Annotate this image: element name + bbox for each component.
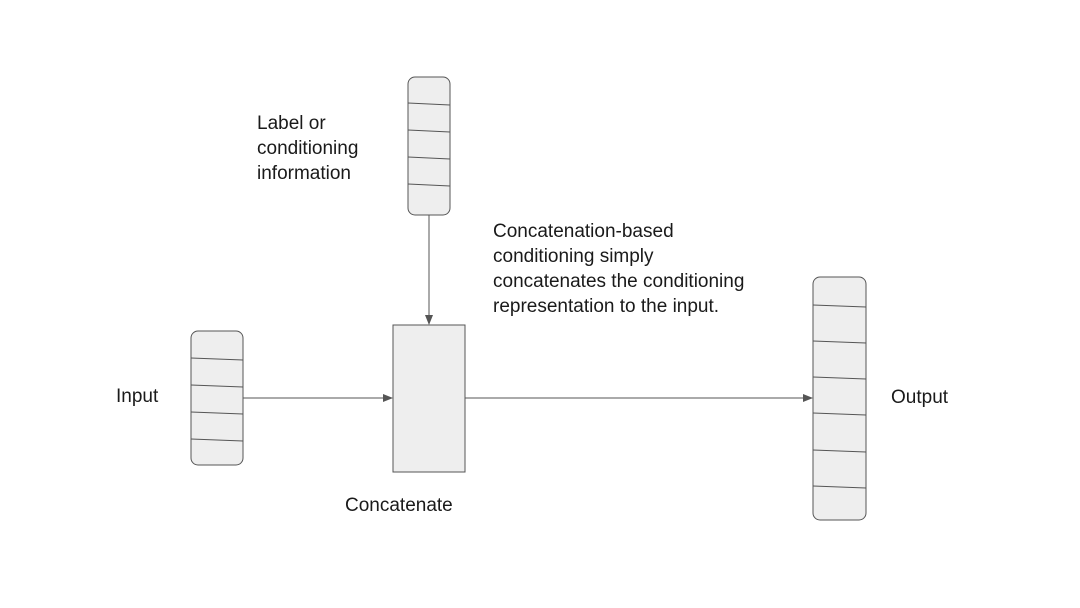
output-label: Output: [891, 387, 949, 408]
input-vector: [190, 330, 244, 466]
cell-divider: [812, 449, 867, 453]
cell-divider: [190, 438, 244, 442]
concatenate-block: [392, 324, 466, 473]
output-vector: [812, 276, 867, 521]
cell-divider: [407, 102, 451, 106]
cell-divider: [190, 411, 244, 415]
cell-divider: [812, 340, 867, 344]
cell-divider: [407, 183, 451, 187]
cell-divider: [812, 376, 867, 380]
cell-divider: [812, 304, 867, 308]
input-label: Input: [116, 386, 159, 407]
cell-divider: [190, 357, 244, 361]
cell-divider: [812, 485, 867, 489]
cell-divider: [812, 412, 867, 416]
cell-divider: [407, 129, 451, 133]
cell-divider: [190, 384, 244, 388]
conditioning-vector: [407, 76, 451, 216]
cell-divider: [407, 156, 451, 160]
description-text: Concatenation-based conditioning simply …: [493, 221, 745, 317]
concatenate-label: Concatenate: [345, 495, 453, 516]
conditioning-label: Label or conditioning information: [257, 113, 359, 184]
